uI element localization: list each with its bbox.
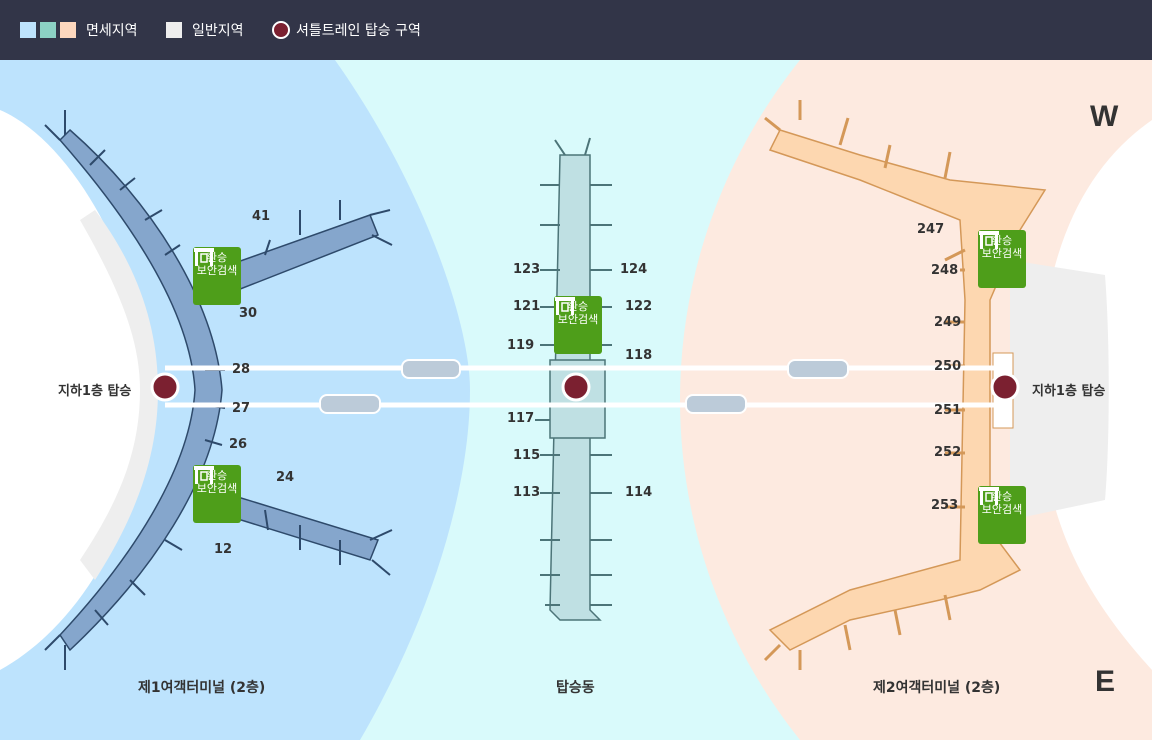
gate-label: 30 (239, 306, 258, 321)
t2-caption: 제2여객터미널 (2층) (873, 680, 1001, 696)
security-gate-icon (979, 487, 999, 505)
gate-label: 253 (931, 498, 959, 513)
concourse-security[interactable]: 환승 보안검색 (554, 296, 602, 354)
t2-landside-grey (1010, 260, 1109, 520)
gate-label: 118 (625, 348, 653, 363)
gate-label: 28 (232, 362, 251, 377)
security-label-line2: 보안검색 (196, 482, 238, 495)
t2-upper-security[interactable]: 환승 보안검색 (978, 230, 1026, 288)
security-gate-icon (194, 466, 214, 484)
shuttle-train-icon (401, 359, 461, 379)
compass-north: W (1090, 100, 1119, 133)
shuttle-train-icons (319, 359, 849, 414)
shuttle-station-icons (150, 372, 1020, 402)
airport-map[interactable]: W E 지하1층 탑승 지하1층 탑승 제1여객터미널 (2층) 탑승동 제2여… (0, 60, 1152, 740)
legend-shuttle: 셔틀트레인 탑승 구역 (272, 0, 421, 60)
shuttle-train-icon (685, 394, 747, 414)
security-label-line2: 보안검색 (981, 503, 1023, 516)
legend-landside-label: 일반지역 (192, 23, 244, 39)
t2-airside-zone (680, 60, 1152, 740)
gate-label: 113 (513, 485, 541, 500)
gate-label: 249 (934, 315, 962, 330)
t1-station-label: 지하1층 탑승 (58, 384, 132, 399)
legend-bar: 면세지역 일반지역 셔틀트레인 탑승 구역 (0, 0, 1152, 60)
shuttle-train-icon (787, 359, 849, 379)
legend-shuttle-label: 셔틀트레인 탑승 구역 (296, 23, 421, 39)
map-graphics (0, 60, 1152, 740)
gate-label: 251 (934, 403, 962, 418)
legend-landside: 일반지역 (166, 0, 244, 60)
gate-label: 114 (625, 485, 653, 500)
compass-south: E (1095, 665, 1116, 698)
landside-swatch (166, 22, 182, 38)
gate-label: 124 (620, 262, 648, 277)
gate-label: 41 (252, 209, 271, 224)
gate-label: 119 (507, 338, 535, 353)
gate-label: 117 (507, 411, 535, 426)
security-gate-icon (555, 297, 575, 315)
legend-airside: 면세지역 (20, 0, 138, 60)
security-label-line2: 보안검색 (557, 313, 599, 326)
gate-label: 121 (513, 299, 541, 314)
shuttle-station-icon (561, 372, 591, 402)
gate-label: 248 (931, 263, 959, 278)
shuttle-station-legend-icon (272, 21, 290, 39)
t2-gate-stubs (763, 100, 966, 670)
shuttle-tracks (165, 365, 1005, 408)
airside-concourse-swatch (40, 22, 56, 38)
t2-station-label: 지하1층 탑승 (1032, 384, 1106, 399)
concourse-caption: 탑승동 (556, 680, 595, 696)
gate-label: 247 (917, 222, 945, 237)
airside-t2-swatch (60, 22, 76, 38)
gate-label: 24 (276, 470, 295, 485)
security-label-line2: 보안검색 (196, 264, 238, 277)
shuttle-train-icon (319, 394, 381, 414)
t1-lower-security[interactable]: 환승 보안검색 (193, 465, 241, 523)
gate-label: 115 (513, 448, 541, 463)
security-gate-icon (979, 231, 999, 249)
gate-label: 252 (934, 445, 962, 460)
t2-lower-security[interactable]: 환승 보안검색 (978, 486, 1026, 544)
gate-label: 26 (229, 437, 248, 452)
gate-label: 123 (513, 262, 541, 277)
legend-airside-label: 면세지역 (86, 23, 138, 39)
gate-label: 122 (625, 299, 653, 314)
shuttle-station-icon (150, 372, 180, 402)
t1-upper-security[interactable]: 환승 보안검색 (193, 247, 241, 305)
gate-label: 12 (214, 542, 233, 557)
security-label-line2: 보안검색 (981, 247, 1023, 260)
t1-caption: 제1여객터미널 (2층) (138, 680, 266, 696)
gate-label: 250 (934, 359, 962, 374)
gate-label: 27 (232, 401, 251, 416)
shuttle-station-icon (990, 372, 1020, 402)
security-gate-icon (194, 248, 214, 266)
airside-t1-swatch (20, 22, 36, 38)
t1-landside-grey (80, 210, 158, 580)
